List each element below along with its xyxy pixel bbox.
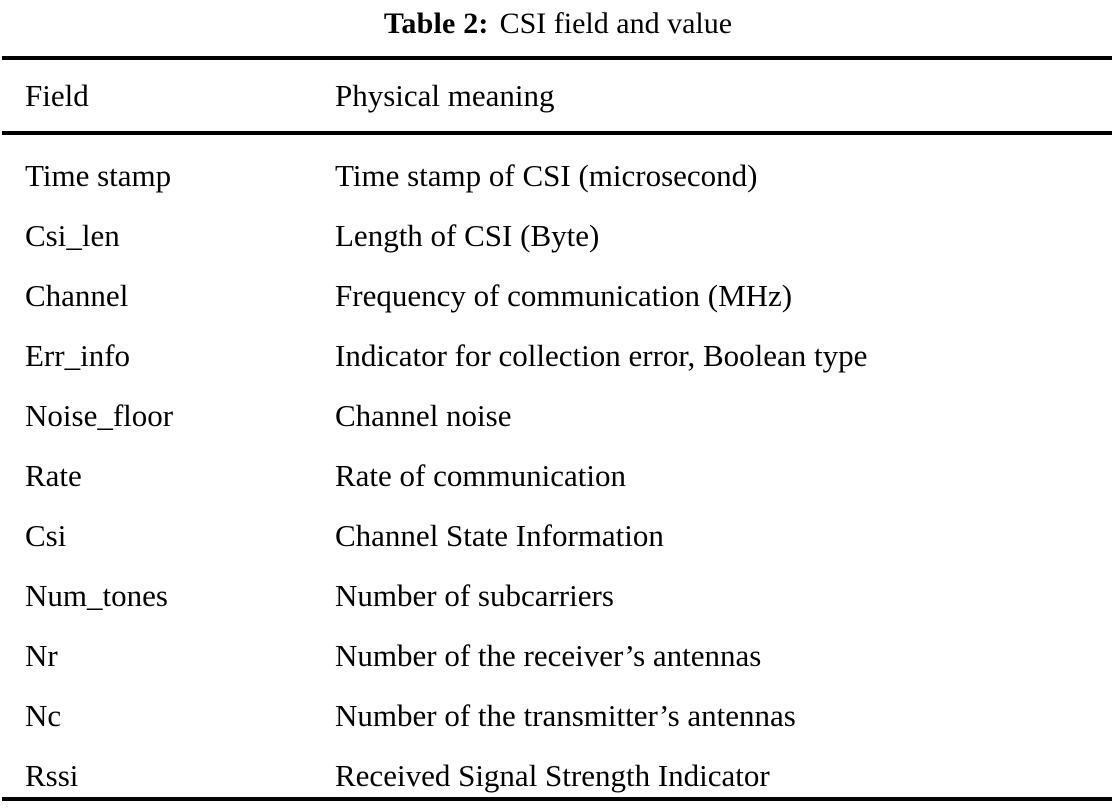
table-row: Nr Number of the receiver’s antennas [0,626,1116,686]
cell-field: Csi_len [25,218,120,253]
table-row: Channel Frequency of communication (MHz) [0,266,1116,326]
table-header-row: Field Physical meaning [0,72,1116,120]
table-row: Num_tones Number of subcarriers [0,566,1116,626]
cell-meaning: Frequency of communication (MHz) [335,278,793,313]
table-body: Time stamp Time stamp of CSI (microsecond… [0,146,1116,806]
table-caption-label: Table 2: [383,7,489,40]
table-top-rule [2,56,1112,60]
cell-field: Nc [25,698,62,733]
table-row: Err_info Indicator for collection error, … [0,326,1116,386]
table-header-rule [2,131,1112,135]
cell-field: Rssi [25,758,79,793]
cell-meaning: Rate of communication [335,458,626,493]
column-header-field: Field [25,78,89,113]
cell-meaning: Length of CSI (Byte) [335,218,600,253]
table-row: Time stamp Time stamp of CSI (microsecond… [0,146,1116,206]
cell-meaning: Number of the receiver’s antennas [335,638,762,673]
table-row: Csi Channel State Information [0,506,1116,566]
table-row: Csi_len Length of CSI (Byte) [0,206,1116,266]
cell-meaning: Indicator for collection error, Boolean … [335,338,868,373]
table-row: Rssi Received Signal Strength Indicator [0,746,1116,806]
cell-meaning: Channel noise [335,398,512,433]
cell-field: Channel [25,278,129,313]
cell-field: Rate [25,458,82,493]
cell-field: Err_info [25,338,131,373]
table-caption-text: CSI field and value [499,7,733,40]
cell-meaning: Received Signal Strength Indicator [335,758,770,793]
table-row: Noise_floor Channel noise [0,386,1116,446]
table-bottom-rule [2,797,1112,801]
cell-field: Nr [25,638,58,673]
cell-meaning: Channel State Information [335,518,664,553]
column-header-meaning: Physical meaning [335,78,555,113]
cell-field: Num_tones [25,578,168,613]
table-row: Rate Rate of communication [0,446,1116,506]
table-row: Nc Number of the transmitter’s antennas [0,686,1116,746]
cell-field: Noise_floor [25,398,174,433]
cell-meaning: Number of subcarriers [335,578,614,613]
cell-field: Csi [25,518,67,553]
cell-field: Time stamp [25,158,172,193]
cell-meaning: Number of the transmitter’s antennas [335,698,796,733]
table-caption: Table 2: CSI field and value [0,0,1116,48]
cell-meaning: Time stamp of CSI (microsecond) [335,158,758,193]
